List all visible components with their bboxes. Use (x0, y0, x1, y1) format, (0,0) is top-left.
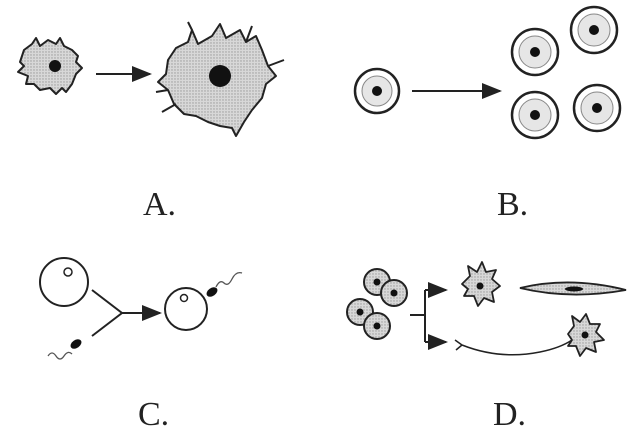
panel-label-c: C. (138, 396, 170, 433)
zygote-c (164, 271, 243, 331)
daughter-cell-b3 (510, 90, 560, 140)
panel-b (353, 5, 622, 140)
panel-label-b: B. (497, 186, 529, 223)
nucleus (49, 60, 61, 72)
sperm-cell-c (47, 339, 82, 360)
merge-arrow-c (91, 289, 154, 337)
stem-cell-cluster-d (346, 268, 408, 340)
panel-a (17, 21, 285, 137)
daughter-cell-b2 (569, 5, 619, 55)
egg-cell-c (39, 257, 89, 307)
parent-cell-b (353, 67, 401, 115)
star-cell-d (461, 261, 501, 307)
panel-label-a: A. (143, 186, 177, 223)
daughter-cell-b1 (510, 27, 560, 77)
nucleus (209, 65, 231, 87)
neuron-cell-d (454, 313, 605, 357)
small-cell-a (17, 37, 83, 95)
daughter-cell-b4 (572, 83, 622, 133)
spindle-cell-d (519, 281, 627, 296)
panel-label-d: D. (493, 396, 527, 433)
panel-d (346, 261, 627, 357)
panel-c (39, 257, 243, 360)
branch-arrows-d (410, 282, 448, 350)
large-cell-a (155, 21, 285, 137)
